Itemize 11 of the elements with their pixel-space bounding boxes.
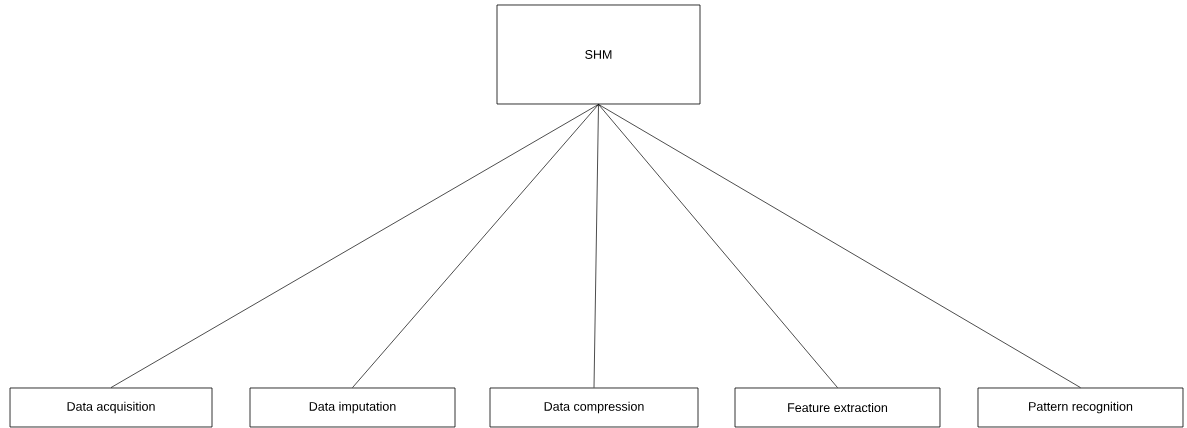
- connector-line: [110, 104, 599, 388]
- process-box: Feature extraction: [734, 387, 941, 428]
- connector-line: [598, 104, 838, 388]
- connector-line: [598, 104, 1081, 388]
- process-box: Data imputation: [249, 387, 456, 428]
- process-box: Data compression: [489, 387, 699, 428]
- connector-line: [593, 104, 599, 388]
- process-box: Data acquisition: [9, 387, 213, 428]
- process-box: Pattern recognition: [977, 387, 1184, 428]
- connector-line: [352, 104, 599, 388]
- process-box: SHM: [496, 4, 701, 105]
